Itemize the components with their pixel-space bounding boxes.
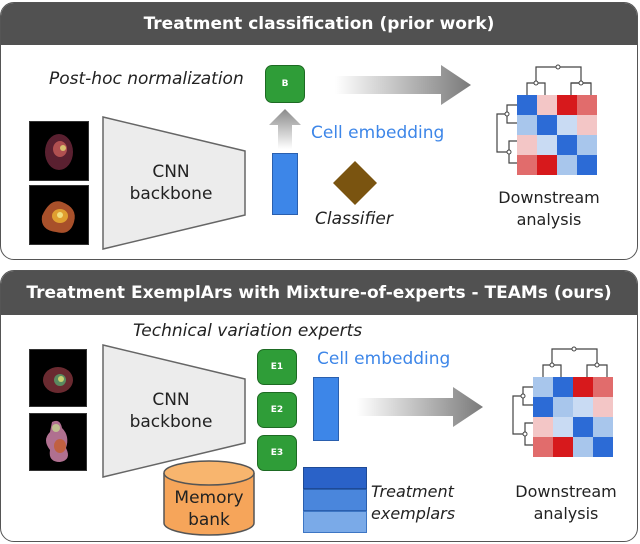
downstream-line-2: analysis <box>516 210 582 229</box>
classifier-diamond-icon <box>333 161 377 205</box>
normalization-box: B <box>265 65 305 103</box>
exemplar-bar-1 <box>303 467 367 489</box>
teams-title: Treatment ExemplArs with Mixture-of-expe… <box>1 271 637 315</box>
downstream-line-1-b: Downstream <box>515 482 617 501</box>
exemplar-bar-3 <box>303 511 367 533</box>
teams-panel: Treatment ExemplArs with Mixture-of-expe… <box>0 270 638 542</box>
cnn-backbone-label: CNN backbone <box>109 161 233 205</box>
memory-line-2: bank <box>188 510 230 530</box>
cell-image-4-graphic <box>46 420 68 462</box>
downstream-analysis-label: Downstream analysis <box>489 187 609 231</box>
cell-embedding-bar-2 <box>313 377 339 441</box>
exemplar-bar-2 <box>303 489 367 511</box>
cnn-line-2: backbone <box>129 184 213 204</box>
right-arrow-icon-2 <box>357 387 483 427</box>
cell-image-3-graphic <box>43 367 73 393</box>
cnn-backbone-shape-2 <box>102 344 246 478</box>
classifier-label: Classifier <box>315 209 393 229</box>
downstream-heatmap <box>496 64 597 175</box>
cell-image-1-graphic <box>45 134 73 170</box>
prior-work-panel: Treatment classification (prior work) Po… <box>0 2 638 260</box>
cnn-line-2-b: backbone <box>129 412 213 432</box>
right-arrow-icon <box>335 65 471 105</box>
expert-box-1: E1 <box>257 349 297 385</box>
cnn-line-1-b: CNN <box>152 390 190 410</box>
cell-image-4 <box>29 413 87 471</box>
cell-embedding-label: Cell embedding <box>311 123 445 143</box>
downstream-heatmap-2 <box>512 346 613 457</box>
up-arrow-icon <box>269 109 301 149</box>
exemplars-line-1: Treatment <box>371 482 454 501</box>
treatment-exemplars-label: Treatment exemplars <box>371 481 455 525</box>
prior-work-title: Treatment classification (prior work) <box>1 3 637 45</box>
cell-image-1 <box>29 121 89 181</box>
cnn-backbone-shape <box>102 116 246 250</box>
cnn-line-1: CNN <box>152 162 190 182</box>
technical-variation-experts-label: Technical variation experts <box>133 321 363 341</box>
post-hoc-label: Post-hoc normalization <box>49 69 244 89</box>
cnn-backbone-label-2: CNN backbone <box>109 389 233 433</box>
downstream-line-2-b: analysis <box>533 504 599 523</box>
memory-line-1: Memory <box>174 488 244 508</box>
downstream-line-1: Downstream <box>498 188 600 207</box>
expert-box-2: E2 <box>257 392 297 428</box>
expert-box-3: E3 <box>257 435 297 471</box>
cell-image-3 <box>29 349 87 407</box>
treatment-exemplars-stack <box>303 467 367 535</box>
downstream-analysis-label-2: Downstream analysis <box>501 481 631 525</box>
memory-bank-label: Memory bank <box>169 487 249 531</box>
cell-embedding-label-2: Cell embedding <box>317 349 451 369</box>
cell-image-2 <box>29 185 89 245</box>
cell-image-2-graphic <box>41 201 75 233</box>
cell-embedding-bar <box>272 153 298 215</box>
exemplars-line-2: exemplars <box>371 504 456 523</box>
memory-bank-cylinder-icon <box>163 460 255 536</box>
